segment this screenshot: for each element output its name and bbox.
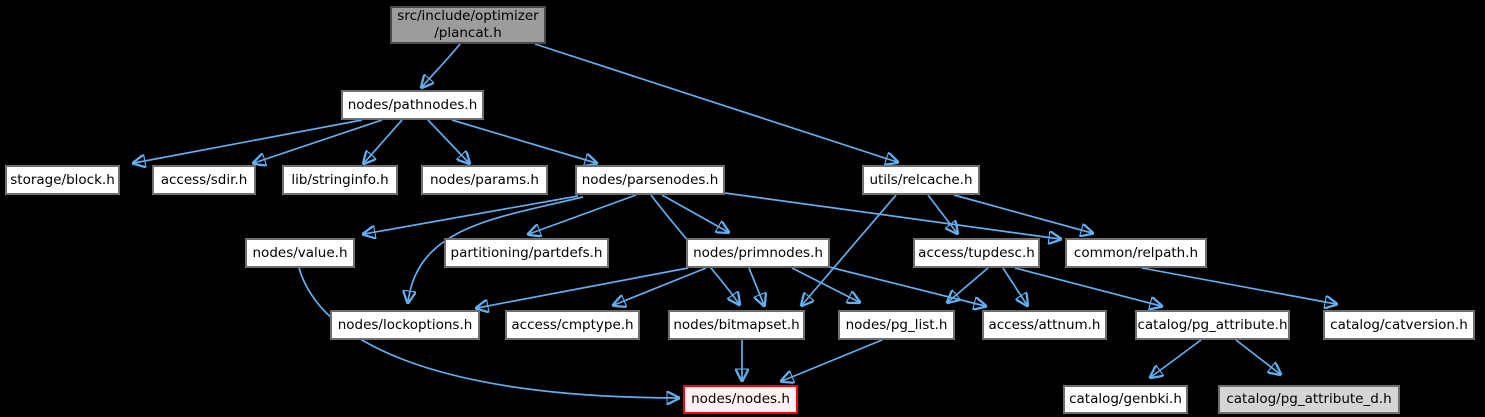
edge-parsenodes-partdefs xyxy=(529,194,637,234)
edge-relpath-catversion xyxy=(1141,267,1336,304)
node-genbki[interactable]: catalog/genbki.h xyxy=(1063,385,1188,414)
edge-pg-attribute-genbki xyxy=(1151,339,1202,377)
edge-tupdesc-pg-list xyxy=(948,267,989,302)
edge-pg-list-nodes-h xyxy=(782,339,883,381)
edge-primnodes-bitmapset xyxy=(748,267,764,305)
node-stringinfo[interactable]: lib/stringinfo.h xyxy=(282,165,398,195)
node-pg-list[interactable]: nodes/pg_list.h xyxy=(838,310,955,340)
node-pathnodes[interactable]: nodes/pathnodes.h xyxy=(341,90,484,120)
node-tupdesc[interactable]: access/tupdesc.h xyxy=(913,238,1040,268)
edge-parsenodes-value xyxy=(364,195,579,234)
edge-pathnodes-sdir xyxy=(254,119,383,163)
node-plancat[interactable]: src/include/optimizer /plancat.h xyxy=(390,6,546,44)
edge-pg-attribute-pg-attribute-d xyxy=(1235,339,1280,374)
node-lockoptions[interactable]: nodes/lockoptions.h xyxy=(330,310,480,340)
edge-primnodes-attnum xyxy=(828,266,985,306)
edge-primnodes-cmptype xyxy=(614,267,707,305)
node-nodes-h[interactable]: nodes/nodes.h xyxy=(683,385,798,414)
edge-primnodes-pg-list xyxy=(791,267,859,302)
edge-tupdesc-pg-attribute xyxy=(1014,267,1161,306)
node-attnum[interactable]: access/attnum.h xyxy=(982,310,1107,340)
edge-relcache-tupdesc xyxy=(927,194,957,233)
edge-parsenodes-primnodes xyxy=(661,194,728,232)
edge-relcache-relpath xyxy=(953,194,1092,233)
edge-plancat-relcache xyxy=(534,43,897,162)
node-params[interactable]: nodes/params.h xyxy=(421,165,548,195)
edge-pathnodes-params xyxy=(427,119,469,163)
edge-plancat-pathnodes xyxy=(422,43,461,87)
edge-primnodes-lockoptions xyxy=(477,267,689,308)
node-cmptype[interactable]: access/cmptype.h xyxy=(505,310,640,340)
node-catversion[interactable]: catalog/catversion.h xyxy=(1323,310,1475,340)
node-primnodes[interactable]: nodes/primnodes.h xyxy=(686,238,830,268)
edge-pathnodes-block xyxy=(134,119,363,163)
node-plancat-label-line2: /plancat.h xyxy=(434,25,502,41)
node-relcache[interactable]: utils/relcache.h xyxy=(862,165,980,195)
node-block[interactable]: storage/block.h xyxy=(5,165,120,195)
node-partdefs[interactable]: partitioning/partdefs.h xyxy=(444,238,609,268)
node-pg-attribute-d[interactable]: catalog/pg_attribute_d.h xyxy=(1218,385,1400,414)
node-relpath[interactable]: common/relpath.h xyxy=(1065,238,1207,268)
node-plancat-label-line1: src/include/optimizer xyxy=(397,8,539,25)
node-value[interactable]: nodes/value.h xyxy=(245,238,355,268)
node-pg-attribute[interactable]: catalog/pg_attribute.h xyxy=(1135,310,1290,340)
edge-parsenodes-relpath xyxy=(724,192,1060,239)
edge-pathnodes-parsenodes xyxy=(451,119,596,163)
edge-pathnodes-stringinfo xyxy=(364,119,403,163)
node-sdir[interactable]: access/sdir.h xyxy=(152,165,256,195)
edge-tupdesc-attnum xyxy=(1002,267,1027,305)
node-bitmapset[interactable]: nodes/bitmapset.h xyxy=(668,310,805,340)
node-parsenodes[interactable]: nodes/parsenodes.h xyxy=(575,165,725,195)
